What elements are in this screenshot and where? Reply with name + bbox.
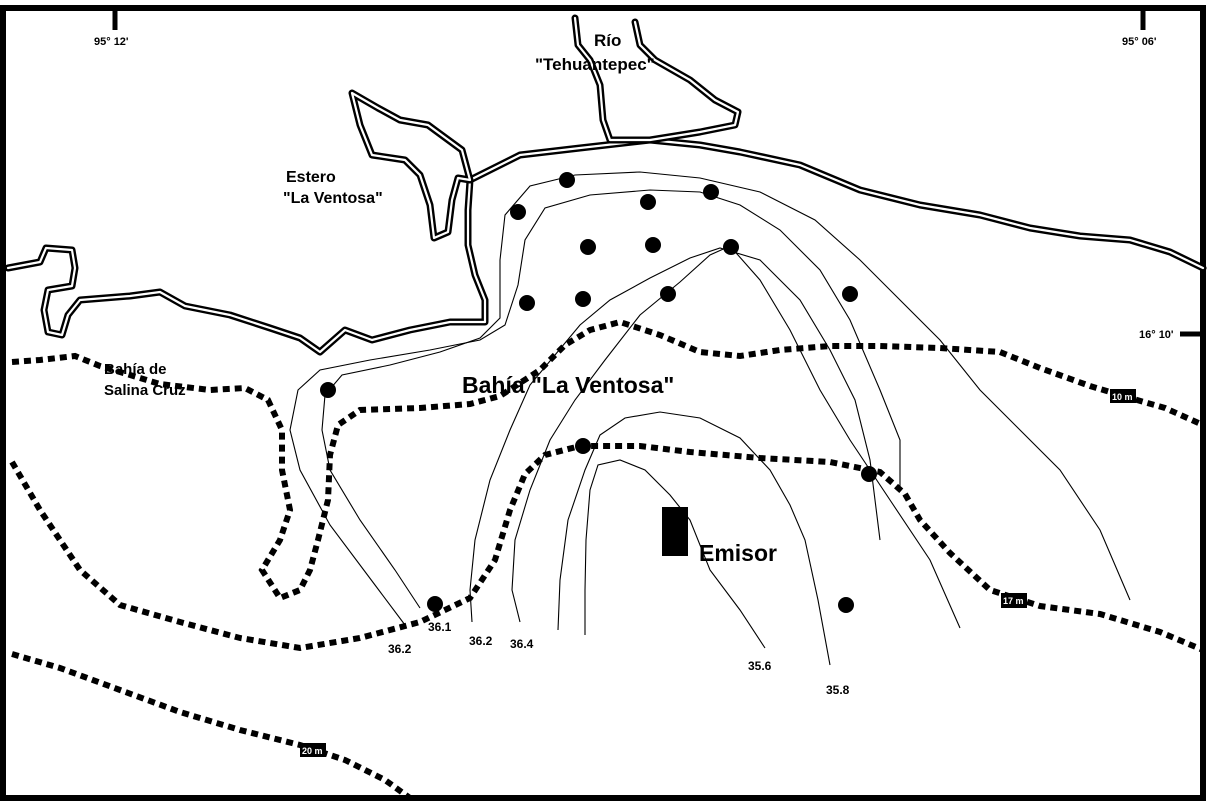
lon-label-left: 95° 12' [94,36,129,48]
sampling-stations [320,172,877,613]
map-frame [0,5,1206,801]
depth-contour-10m [11,318,1205,602]
depth-tag-bg [300,743,326,757]
outfall-label: Emisor [699,540,777,566]
isoline-label: 35.8 [826,683,850,697]
station-marker [320,382,336,398]
station-marker [723,239,739,255]
depth-tag-bg [1110,389,1136,403]
depth-tag-label: 17 m [1003,596,1024,606]
salinity-isolines [289,171,1131,666]
station-marker [519,295,535,311]
depth-contour-20m [11,651,412,801]
station-marker [580,239,596,255]
estuary-label-line2: "La Ventosa" [283,190,383,207]
isoline-36-2a [289,189,901,626]
isoline-35-6 [584,459,766,649]
estuary-label-line1: Estero [286,169,336,186]
station-marker [427,596,443,612]
station-marker [645,237,661,253]
river-tehuantepec [571,14,742,144]
lon-label-right: 95° 06' [1122,36,1157,48]
isoline-36-1 [321,171,1131,609]
isoline-label: 35.6 [748,659,772,673]
depth-tag-bg [1001,593,1027,608]
bay-ventosa-label: Bahía "La Ventosa" [462,372,674,398]
depth-tag-label: 10 m [1112,392,1133,402]
station-marker [842,286,858,302]
depth-contour-17m [9,443,1205,653]
bay-salina-label-line1: Bahía de [104,361,167,378]
river-label-line1: Río [594,31,621,50]
river-label-line2: "Tehuantepec" [535,55,655,74]
isoline-36-4 [511,245,961,629]
station-marker [660,286,676,302]
estuary-la-ventosa [348,89,474,242]
isoline-label: 36.1 [428,620,452,634]
station-marker [640,194,656,210]
station-marker [575,438,591,454]
station-marker [559,172,575,188]
station-marker [510,204,526,220]
depth-tag-label: 20 m [302,746,323,756]
isoline-36-2b [469,247,881,623]
isoline-label: 36.2 [469,634,493,648]
outfall-marker [662,507,688,556]
isoline-label: 36.2 [388,642,412,656]
lat-label-right: 16° 10' [1139,329,1174,341]
station-marker [703,184,719,200]
isoline-label: 36.4 [510,637,534,651]
depth-contours [9,318,1205,801]
station-marker [861,466,877,482]
coastline [4,136,1207,356]
isoline-35-8 [557,411,831,666]
bay-salina-label-line2: Salina Cruz [104,382,186,399]
station-marker [838,597,854,613]
station-marker [575,291,591,307]
